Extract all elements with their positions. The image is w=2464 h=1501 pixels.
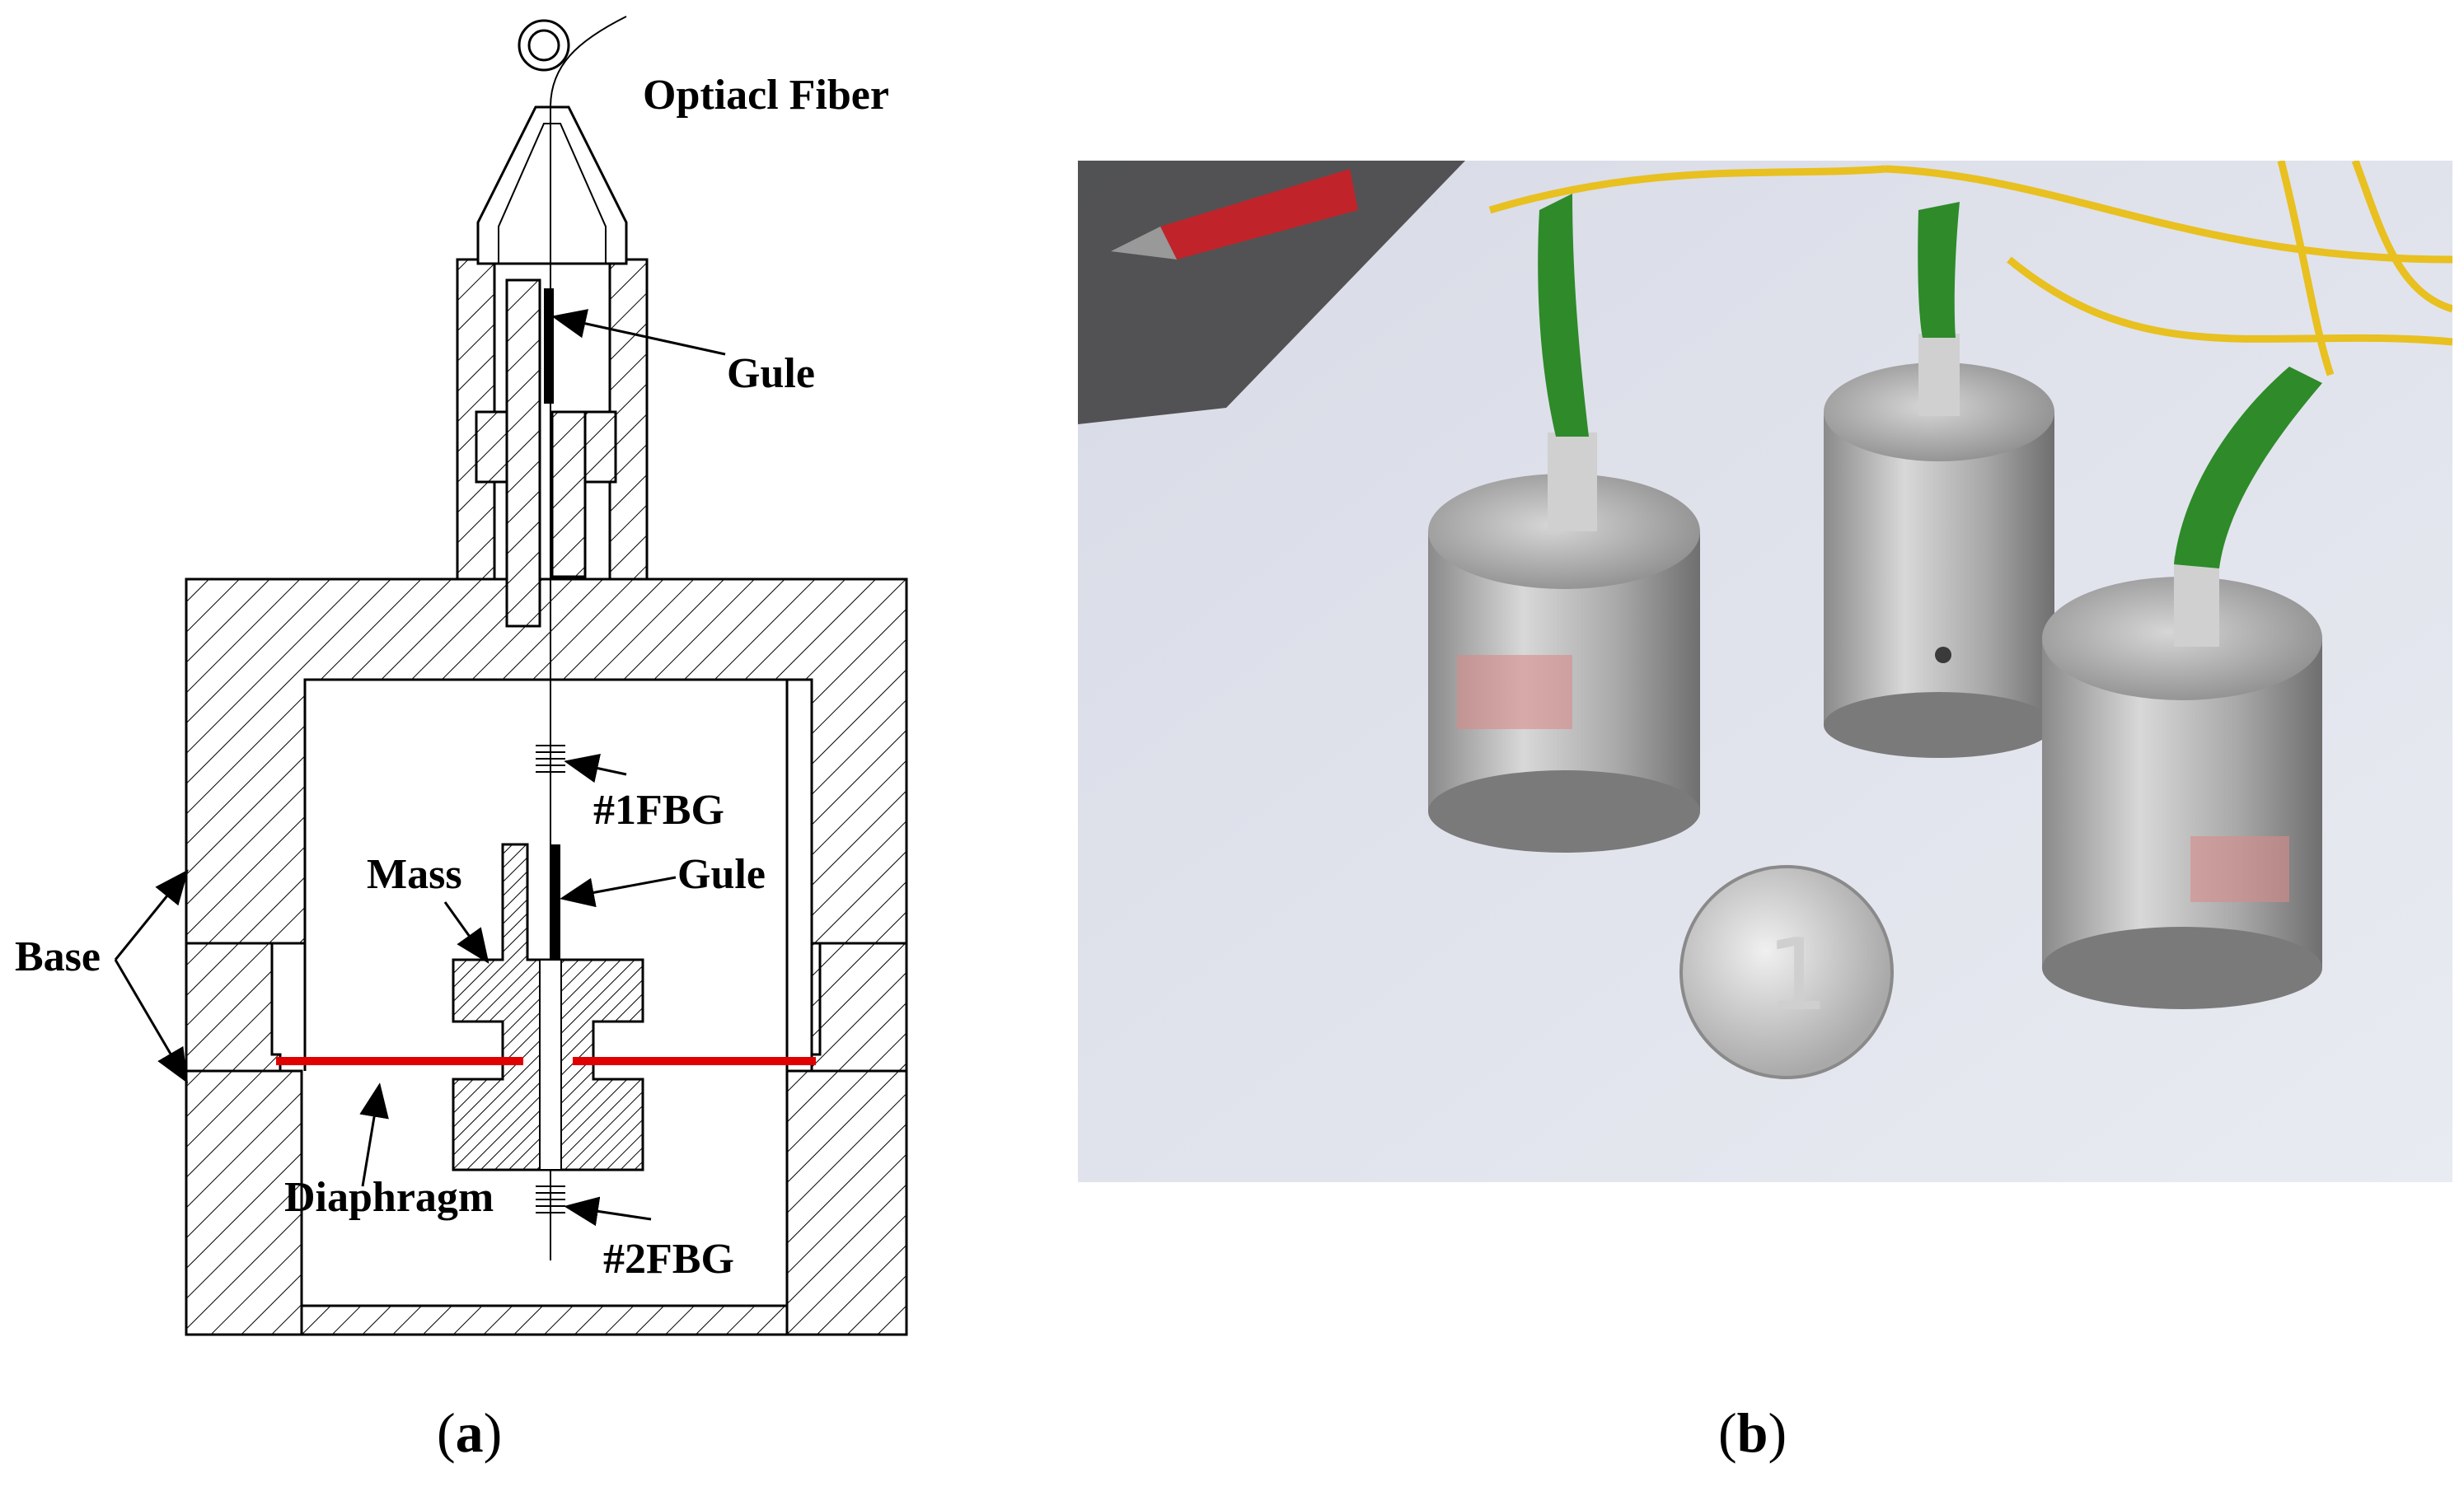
coin-icon: 1 xyxy=(1679,865,1894,1079)
arrow-glue-mid xyxy=(560,876,677,908)
lower-left-wall xyxy=(185,1069,303,1336)
lower-bottom-wall xyxy=(300,1304,789,1336)
fbg2-grating-icon xyxy=(536,1185,565,1213)
sensor-cylinder-right xyxy=(2042,367,2322,1009)
label-glue-mid: Gule xyxy=(677,851,766,898)
fiber-spool-icon xyxy=(518,19,570,72)
arrow-base-lower xyxy=(114,959,189,1084)
label-mass: Mass xyxy=(367,851,462,898)
caption-a: (a) xyxy=(437,1401,503,1464)
lower-seat-left xyxy=(185,942,282,1073)
caption-b: (b) xyxy=(1718,1401,1787,1464)
sensor-photo: 1 xyxy=(1078,161,2452,1182)
fbg1-grating-icon xyxy=(536,745,565,773)
arrow-glue-top xyxy=(551,309,726,356)
lock-nut-right xyxy=(583,410,617,484)
sensor-cylinder-left xyxy=(1428,194,1700,853)
fiber-cap-cone xyxy=(476,105,628,265)
lower-seat-right xyxy=(810,942,908,1073)
diaphragm-left xyxy=(276,1057,523,1065)
svg-text:1: 1 xyxy=(1766,919,1829,1033)
label-optical-fiber: Optiacl Fiber xyxy=(643,72,889,119)
lower-right-wall xyxy=(785,1069,908,1336)
optical-fiber-loop xyxy=(550,16,627,108)
label-base: Base xyxy=(15,933,101,980)
arrow-mass xyxy=(443,901,490,964)
sensor-schematic-diagram: Optiacl Fiber Gule #1FBG Mass Gule Base … xyxy=(15,16,908,1336)
ferrule-right xyxy=(550,410,587,578)
glue-top-mark xyxy=(544,288,554,404)
arrow-diaphragm xyxy=(359,1082,389,1187)
label-fbg1: #1FBG xyxy=(593,787,724,834)
lock-nut-left xyxy=(475,410,508,484)
arrow-fbg1 xyxy=(564,753,627,783)
glue-mid-mark xyxy=(550,844,560,960)
fiber-cap-inner xyxy=(498,123,607,264)
label-fbg2: #2FBG xyxy=(603,1236,734,1283)
sensor-cylinder-middle xyxy=(1824,202,2054,758)
label-glue-top: Gule xyxy=(727,350,815,397)
arrow-fbg2 xyxy=(564,1196,652,1227)
ferrule-left xyxy=(505,278,541,628)
diaphragm-right xyxy=(573,1057,816,1065)
label-diaphragm: Diaphragm xyxy=(284,1174,494,1221)
arrow-base-upper xyxy=(114,869,189,961)
